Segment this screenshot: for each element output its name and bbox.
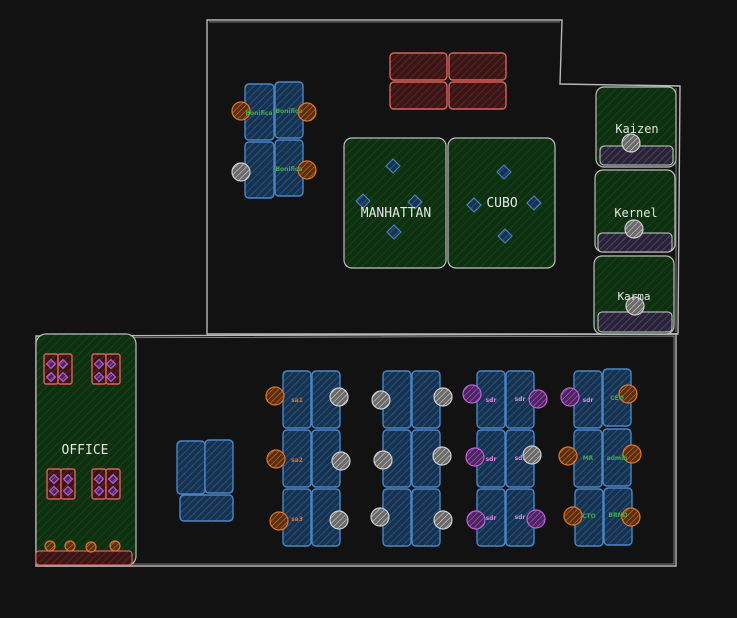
room-label-karma: Karma [617,290,650,303]
chair-icon [622,444,642,464]
seat-label-sdr-4: sdr [515,455,526,462]
seat-label-ceo: CEO [610,395,624,402]
chair-icon [465,447,485,467]
chair-icon [329,510,349,530]
room-label-manhattan: MANHATTAN [361,206,431,221]
room-cubo[interactable] [447,137,556,269]
diamond-marker [105,358,117,370]
room-office[interactable] [35,333,137,567]
diamond-marker [57,358,69,370]
desk-column-middle [382,370,441,547]
seat-label-mr: MR [583,455,594,462]
diamond-marker [48,473,60,485]
chair-icon [109,540,121,552]
desk-cluster-bonifica [244,81,304,199]
chair-icon [44,540,56,552]
room-label-office: OFFICE [62,443,109,458]
chair-icon [231,101,251,121]
diamond-marker [93,358,105,370]
seat-label-brnd: BRND [608,512,627,519]
chair-icon [621,507,641,527]
diamond-marker [93,485,105,497]
desk-cluster-reception [176,439,234,522]
seat-label-sdr-1: sdr [486,397,497,404]
chair-icon [625,296,645,316]
diamond-marker [48,485,60,497]
chair-icon [269,511,289,531]
diamond-marker [466,197,482,213]
diamond-marker [385,158,401,174]
chair-icon [297,102,317,122]
chair-icon [526,509,546,529]
chair-icon [266,449,286,469]
chair-icon [85,541,97,553]
diamond-marker [526,195,542,211]
chair-icon [528,389,548,409]
seat-label-sdr-3: sdr [486,456,497,463]
chair-icon [558,446,578,466]
chair-icon [624,219,644,239]
chair-icon [331,451,351,471]
diamond-marker [107,473,119,485]
chair-icon [433,510,453,530]
chair-icon [462,384,482,404]
seat-label-sa2: sa2 [291,457,303,464]
seat-label-admin: admin [607,455,628,462]
room-label-kernel: Kernel [614,206,657,220]
diamond-marker [105,371,117,383]
seat-label-exec-sdr: sdr [583,397,594,404]
seat-label-sa3: sa3 [291,516,303,523]
seat-label-sdr-2: sdr [515,396,526,403]
room-label-cubo: CUBO [486,196,517,211]
chair-icon [329,387,349,407]
seat-label-cto: CTO [582,513,596,520]
room-kernel[interactable] [594,169,676,253]
chair-icon [560,387,580,407]
diamond-marker [45,358,57,370]
diamond-marker [107,485,119,497]
chair-icon [432,446,452,466]
room-kaizen[interactable] [595,86,677,168]
diamond-marker [62,473,74,485]
chair-icon [371,390,391,410]
diamond-marker [407,194,423,210]
chair-icon [373,450,393,470]
chair-icon [563,506,583,526]
diamond-marker [355,193,371,209]
room-manhattan[interactable] [343,137,447,269]
bench-top [389,52,507,110]
chair-icon [370,507,390,527]
chair-icon [618,384,638,404]
diamond-marker [496,164,512,180]
diamond-marker [93,371,105,383]
chair-icon [64,540,76,552]
diamond-marker [386,224,402,240]
desk-column-sdr [476,370,535,547]
room-markers [45,158,542,497]
seat-label-sdr-5: sdr [486,515,497,522]
desk-column-sa [282,370,341,547]
chair-icon [231,162,251,182]
chair-icon [522,445,542,465]
chair-icon [265,386,285,406]
diamond-marker [93,473,105,485]
diamond-marker [57,371,69,383]
chair-icon [433,387,453,407]
chairs [44,101,645,553]
chair-icon [297,160,317,180]
seat-label-bonifica-3: Bonifica [275,166,302,173]
diamond-marker [62,485,74,497]
seat-label-sa1: sa1 [291,397,303,404]
diamond-marker [45,371,57,383]
room-karma[interactable] [593,255,675,335]
seat-label-sdr-6: sdr [515,514,526,521]
seat-label-bonifica-2: Bonifica [275,108,302,115]
seat-label-bonifica-1: Bonifica [245,110,272,117]
diamond-marker [497,228,513,244]
room-label-kaizen: Kaizen [615,122,658,136]
chair-icon [621,133,641,153]
chair-icon [466,510,486,530]
